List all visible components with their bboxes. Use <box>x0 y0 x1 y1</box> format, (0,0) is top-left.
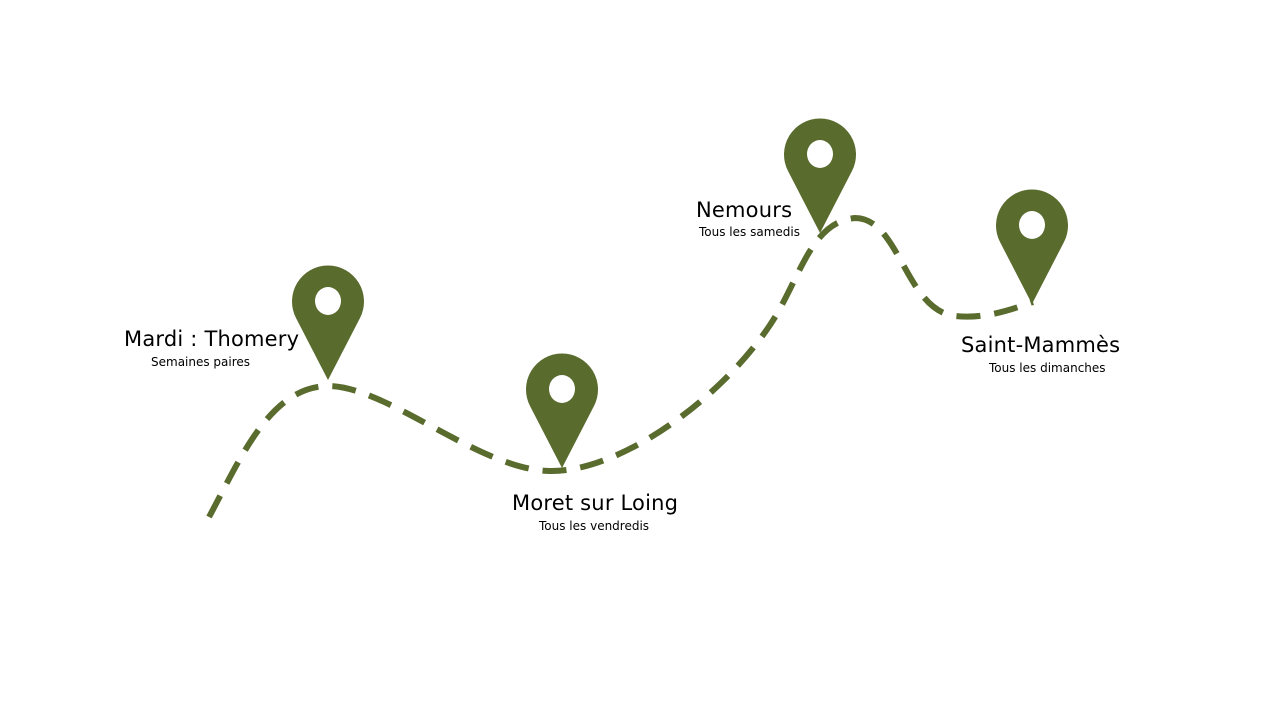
stop-schedule-moret: Tous les vendredis <box>539 519 650 533</box>
stop-schedule-thomery: Semaines paires <box>151 355 251 369</box>
map-pin-icon <box>292 265 364 380</box>
pin-thomery <box>292 265 364 380</box>
map-pin-icon <box>784 118 856 233</box>
stop-name-nemours: Nemours <box>696 198 793 222</box>
map-pin-icon <box>526 353 598 468</box>
stop-name-moret: Moret sur Loing <box>512 491 679 515</box>
pin-moret <box>526 353 598 468</box>
pin-nemours <box>784 118 856 233</box>
stop-name-saint-mammes: Saint-Mammès <box>961 333 1121 357</box>
stop-schedule-saint-mammes: Tous les dimanches <box>989 361 1106 375</box>
stop-name-thomery: Mardi : Thomery <box>124 327 300 351</box>
stop-schedule-nemours: Tous les samedis <box>699 225 800 239</box>
map-pin-icon <box>996 189 1068 304</box>
dashed-route-path <box>206 214 1034 519</box>
pin-saint-mammes <box>996 189 1068 304</box>
